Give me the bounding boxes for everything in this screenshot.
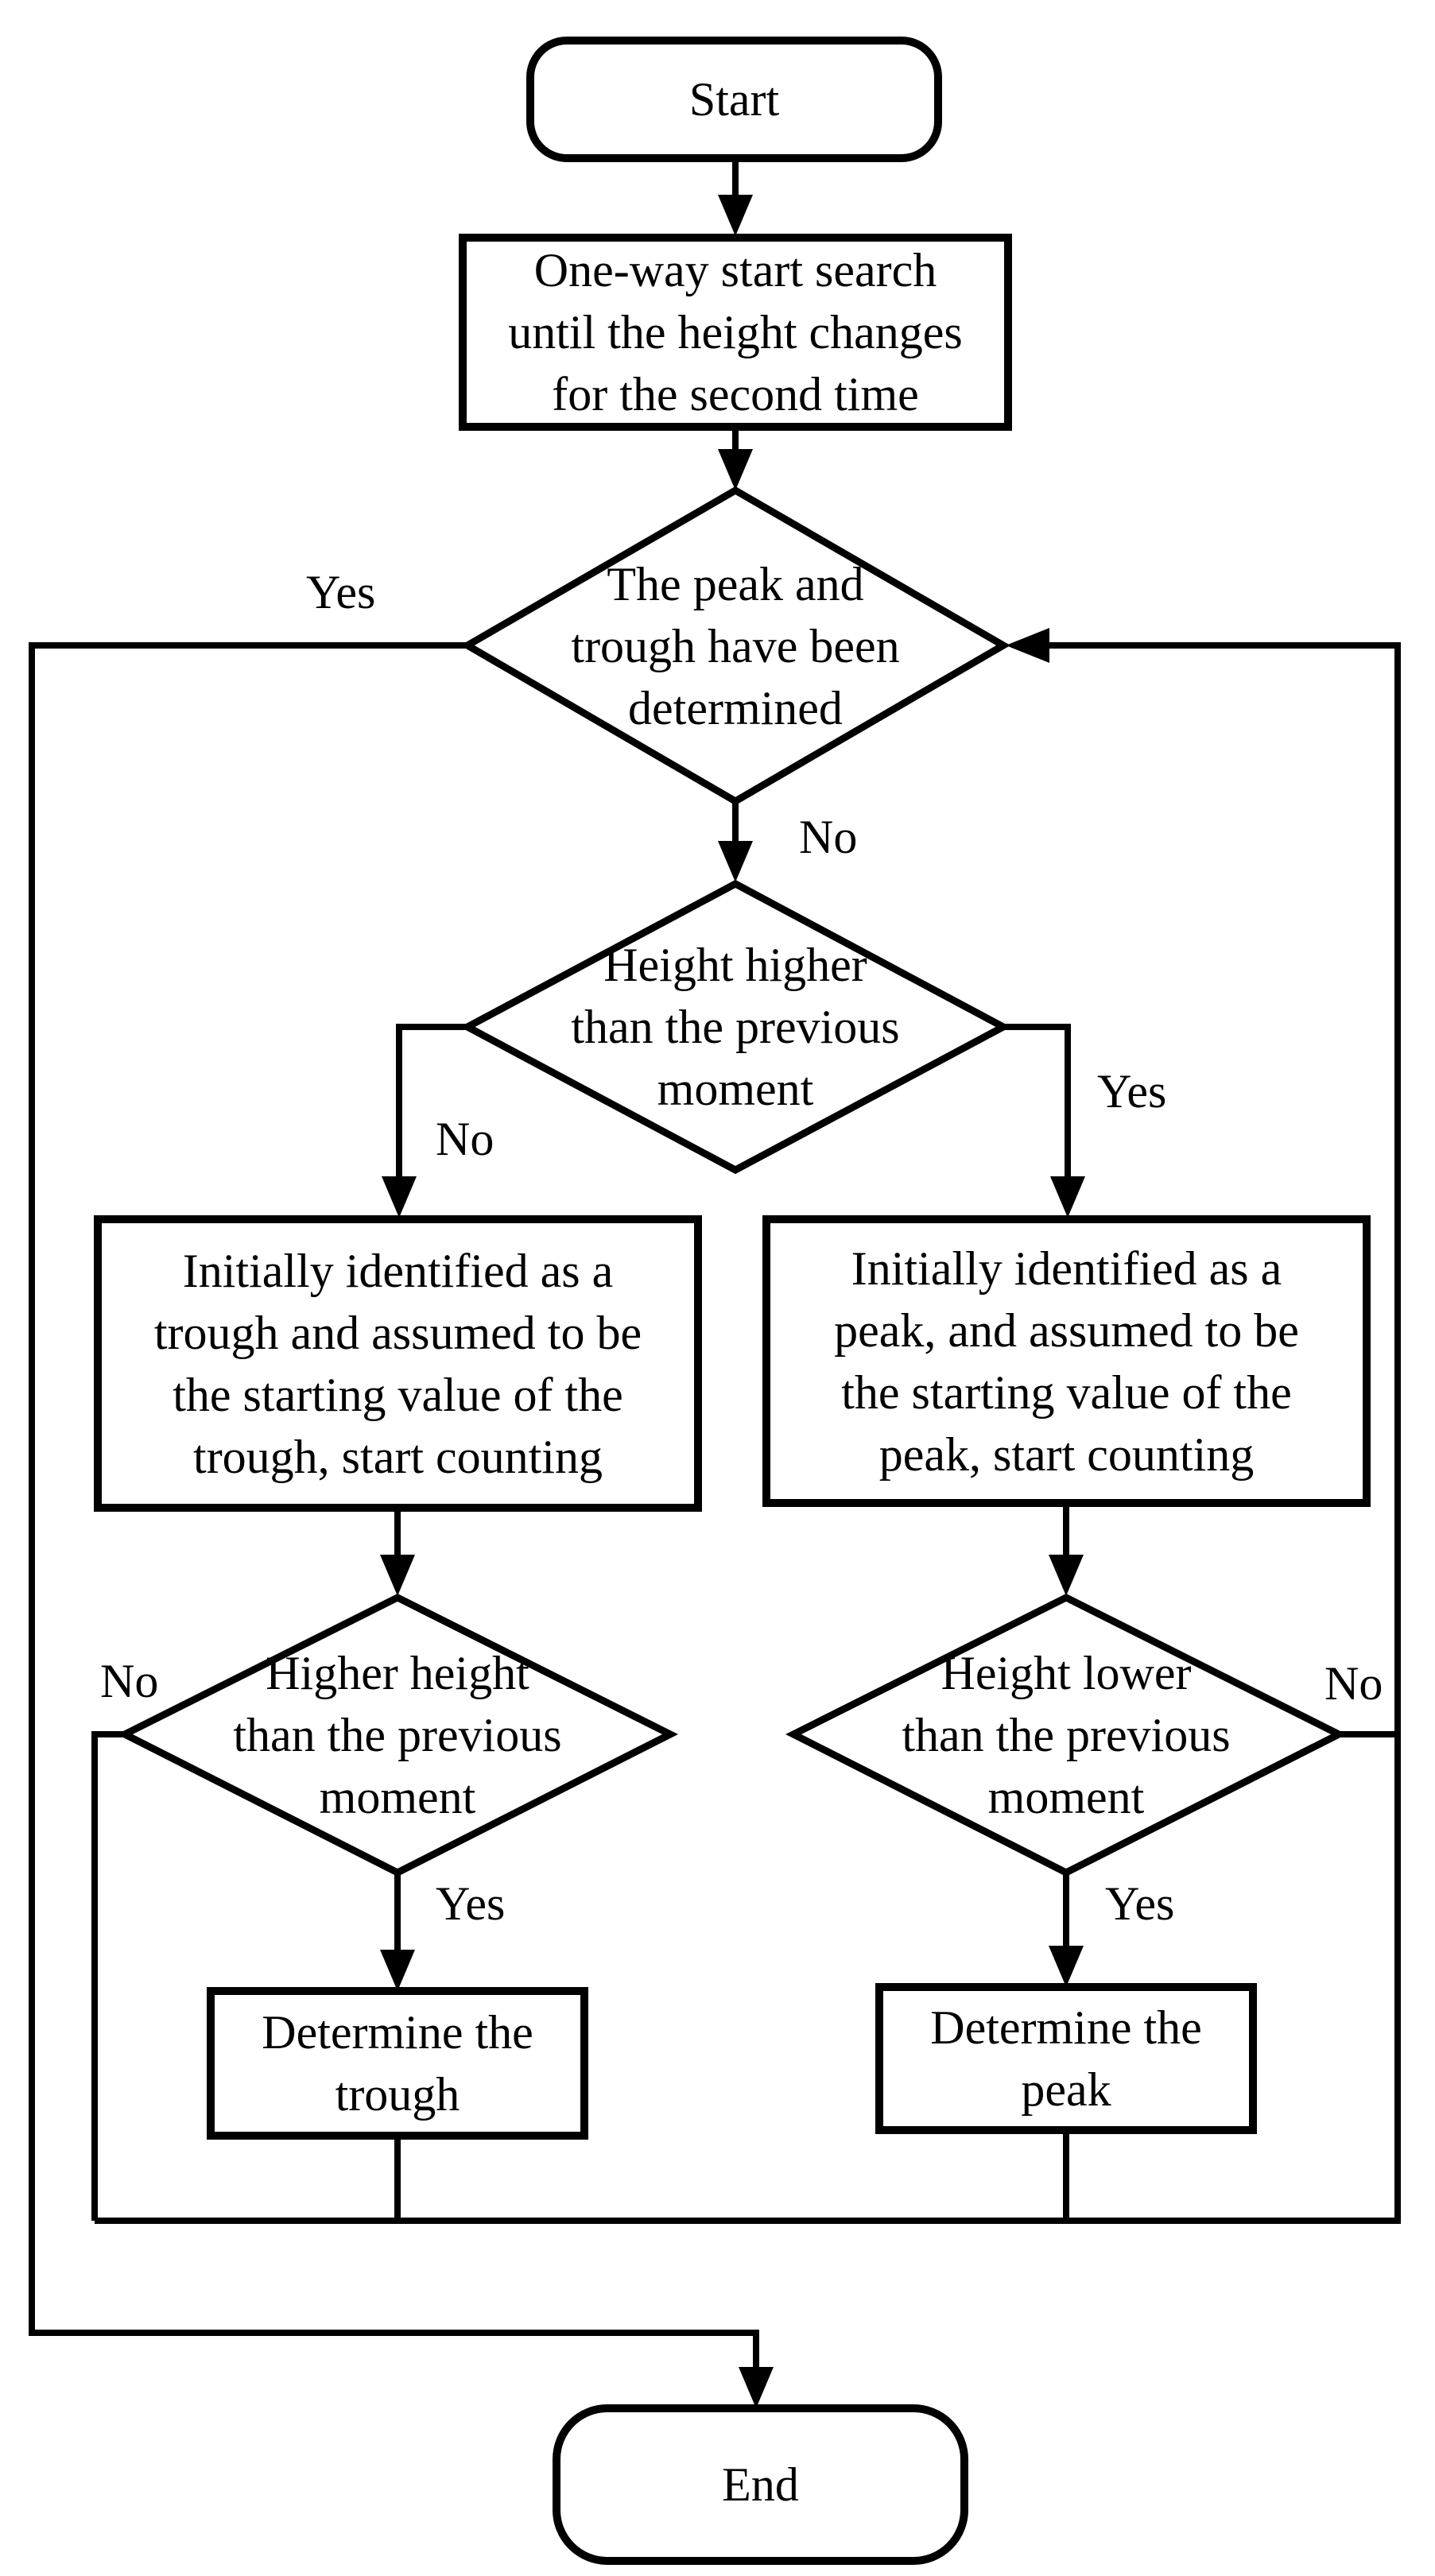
arrowhead-into-decision1 — [718, 449, 753, 490]
decision1-no-label: No — [799, 811, 858, 863]
decision2-no-label: No — [436, 1113, 494, 1165]
identify-peak-node-label: Initially identified as a peak, and assu… — [834, 1242, 1299, 1481]
end-terminator-shape — [553, 2404, 968, 2565]
identify-trough-process-shape — [94, 1215, 702, 1512]
identify-peak-process-shape — [762, 1215, 1371, 1507]
arrowhead-feedback-into-decision1 — [1006, 628, 1049, 663]
decision4-no-label: No — [1324, 1657, 1383, 1710]
arrowhead-into-decision4 — [1049, 1555, 1084, 1596]
arrowhead-into-search — [718, 195, 753, 236]
decision4-diamond-shape — [785, 1593, 1347, 1877]
arrowhead-into-decision2 — [718, 841, 753, 882]
decision3-no-label: No — [100, 1655, 159, 1707]
determine-peak-process-shape — [875, 1983, 1257, 2134]
decision4-yes-label: Yes — [1105, 1877, 1175, 1930]
decision3-diamond-shape — [117, 1593, 678, 1877]
decision2-node-label: Height higher than the previous moment — [571, 939, 900, 1115]
determine-peak-node-label: Determine the peak — [930, 2001, 1202, 2116]
decision3-yes-label: Yes — [436, 1877, 506, 1930]
identify-trough-node-label: Initially identified as a trough and ass… — [153, 1244, 642, 1483]
arrowhead-into-decision3 — [380, 1555, 415, 1596]
start-terminator-shape — [526, 37, 942, 162]
edge-decision1-yes-to-end — [29, 642, 759, 2370]
determine-trough-node-label: Determine the trough — [262, 2006, 533, 2121]
arrowhead-into-identify-peak — [1050, 1176, 1085, 1218]
edge-feedback-loop — [95, 642, 1401, 2224]
decision1-node-label: The peak and trough have been determined — [571, 557, 900, 734]
decision1-yes-label: Yes — [306, 566, 376, 618]
edge-decision3-no — [91, 1731, 125, 2221]
arrowhead-into-identify-trough — [382, 1176, 417, 1218]
search-node-label: One-way start search until the height ch… — [508, 244, 963, 420]
arrowhead-into-determine-peak — [1049, 1946, 1084, 1987]
decision2-diamond-shape — [460, 879, 1011, 1175]
edge-decision2-no — [396, 1024, 467, 1180]
end-node-label: End — [722, 2458, 799, 2511]
search-process-shape — [459, 234, 1012, 431]
edge-decision2-yes — [1003, 1024, 1071, 1180]
decision4-node-label: Height lower than the previous moment — [902, 1647, 1231, 1823]
arrowhead-into-end — [739, 2367, 774, 2408]
decision1-diamond-shape — [460, 486, 1010, 806]
start-node-label: Start — [688, 73, 780, 126]
decision2-yes-label: Yes — [1097, 1065, 1167, 1118]
decision3-node-label: Higher height than the previous moment — [233, 1647, 562, 1823]
arrowhead-into-determine-trough — [380, 1950, 415, 1991]
determine-trough-process-shape — [207, 1987, 588, 2140]
